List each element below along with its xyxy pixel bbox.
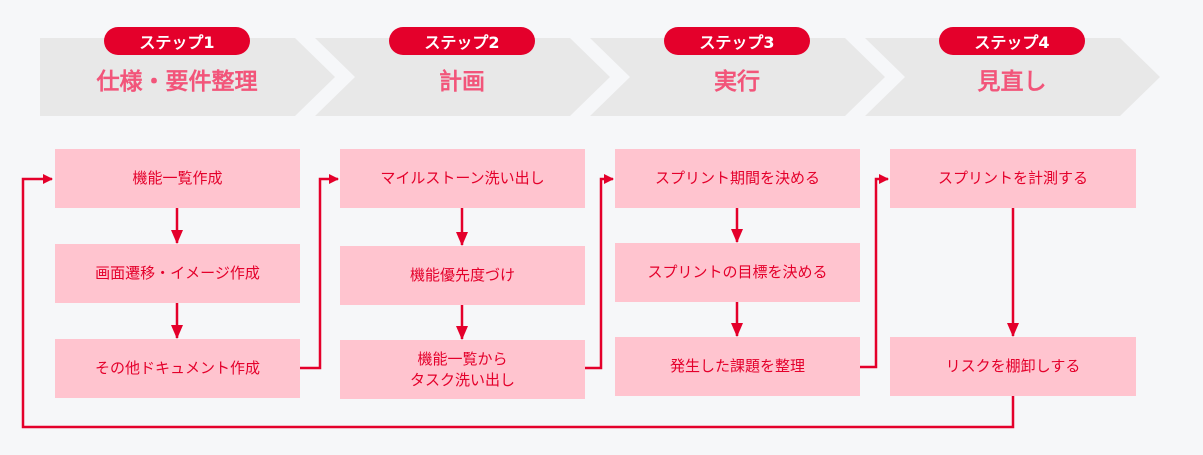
task-3-3: 発生した課題を整理 <box>615 337 860 396</box>
step-2-badge: ステップ2 <box>389 27 535 55</box>
step-4-badge: ステップ4 <box>939 27 1085 55</box>
task-1-3: その他ドキュメント作成 <box>55 339 300 398</box>
task-3-2: スプリントの目標を決める <box>615 243 860 302</box>
connector-step1-to-step2 <box>300 174 339 370</box>
step-3-title: 実行 <box>714 69 760 95</box>
chevron-step-3 <box>590 38 885 116</box>
task-2-1: マイルストーン洗い出し <box>340 149 585 208</box>
connector-step3-to-step4 <box>860 174 889 369</box>
step-1-badge: ステップ1 <box>104 27 250 55</box>
task-4-1: スプリントを計測する <box>890 149 1136 208</box>
chevron-step-2 <box>315 38 610 116</box>
chevron-step-4 <box>865 38 1160 116</box>
step-chevrons <box>40 38 1160 116</box>
chevron-step-1 <box>40 38 335 116</box>
task-4-2: リスクを棚卸しする <box>890 337 1136 396</box>
step-3-badge: ステップ3 <box>664 27 810 55</box>
task-3-1: スプリント期間を決める <box>615 149 860 208</box>
task-1-2: 画面遷移・イメージ作成 <box>55 244 300 303</box>
step-4-title: 見直し <box>977 69 1047 95</box>
task-1-1: 機能一覧作成 <box>55 149 300 208</box>
step-2-title: 計画 <box>439 69 485 95</box>
task-2-2: 機能優先度づけ <box>340 246 585 305</box>
step-1-title: 仕様・要件整理 <box>96 69 258 95</box>
connector-step2-to-step3 <box>585 174 614 370</box>
task-2-3: 機能一覧から タスク洗い出し <box>340 340 585 399</box>
loop-back-connector <box>21 174 1015 429</box>
